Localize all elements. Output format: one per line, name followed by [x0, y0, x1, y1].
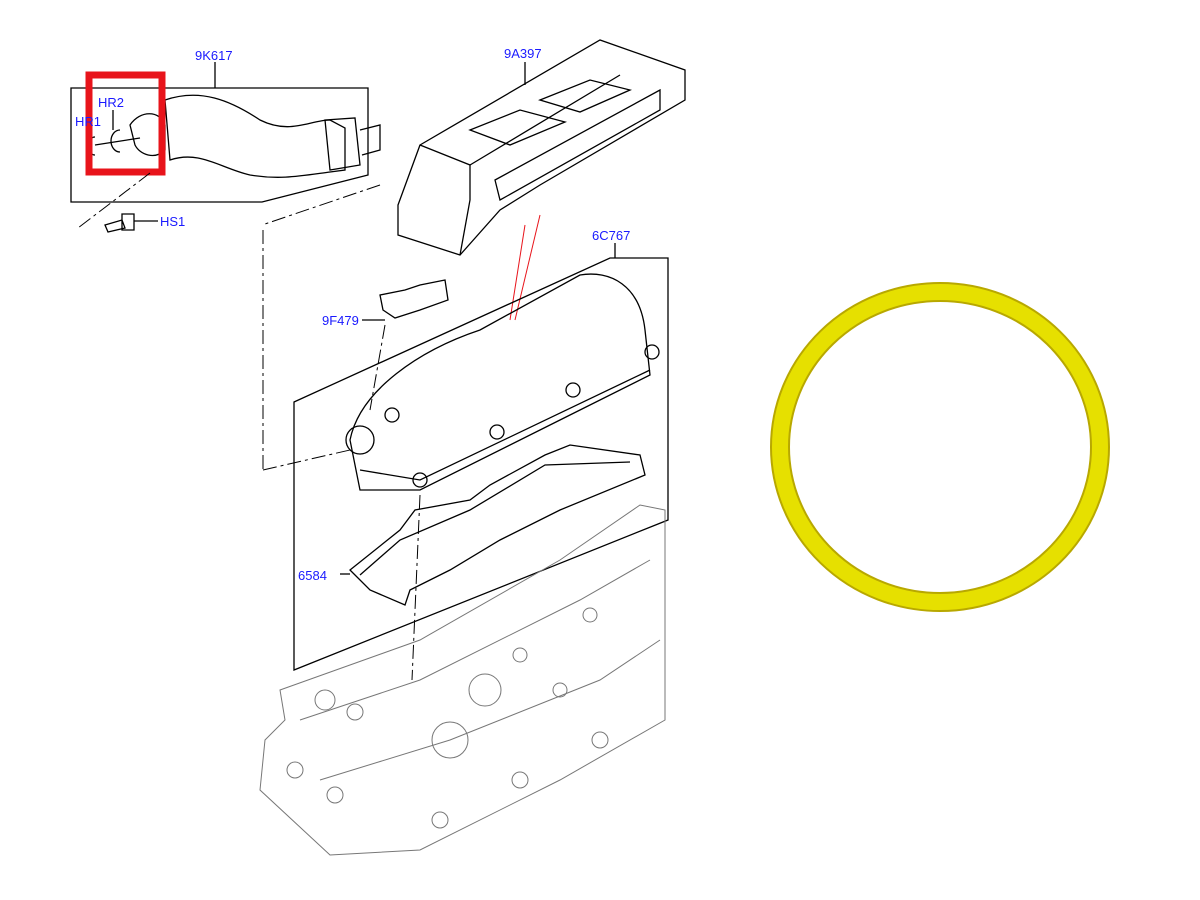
hose-assembly	[70, 62, 381, 233]
label-9a397[interactable]: 9A397	[504, 46, 542, 61]
label-9k617[interactable]: 9K617	[195, 48, 233, 63]
label-6584[interactable]: 6584	[298, 568, 327, 583]
label-hs1[interactable]: HS1	[160, 214, 185, 229]
label-hr2[interactable]: HR2	[98, 95, 124, 110]
sensor-9f479-icon	[379, 279, 449, 319]
gasket-6584-icon	[349, 444, 646, 606]
valve-cover-assembly	[262, 230, 669, 681]
cylinder-head	[259, 504, 666, 856]
label-6c767[interactable]: 6C767	[592, 228, 630, 243]
engine-cover	[397, 39, 686, 321]
label-hr1[interactable]: HR1	[75, 114, 101, 129]
clamp-hr2-icon	[110, 129, 121, 153]
highlight-box	[85, 71, 166, 176]
label-9f479[interactable]: 9F479	[322, 313, 359, 328]
screw-hs1-icon	[104, 213, 135, 233]
o-ring-image	[770, 282, 1110, 612]
